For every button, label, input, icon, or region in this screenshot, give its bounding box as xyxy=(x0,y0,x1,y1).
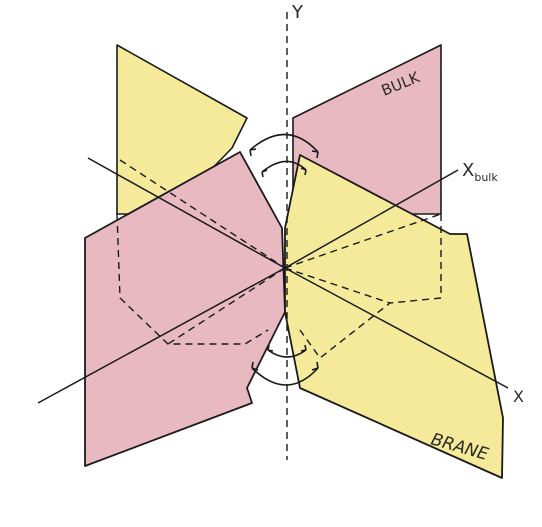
x-bulk-subscript: bulk xyxy=(474,171,498,184)
x-axis-solid-right xyxy=(284,267,509,389)
x-bulk-axis-line-right xyxy=(284,169,459,269)
x-bulk-label: Xbulk xyxy=(462,160,498,184)
brane-yellow-plane xyxy=(284,154,504,479)
x-axis-solid xyxy=(37,267,286,404)
x-axis-label: X xyxy=(513,387,524,406)
y-axis-label: Y xyxy=(291,2,304,23)
x-bulk-main: X xyxy=(462,160,474,181)
left-pink-plane xyxy=(84,151,286,467)
angle-arcs xyxy=(249,133,319,386)
hidden-edges xyxy=(116,159,442,360)
x-bulk-axis-line xyxy=(87,157,286,269)
